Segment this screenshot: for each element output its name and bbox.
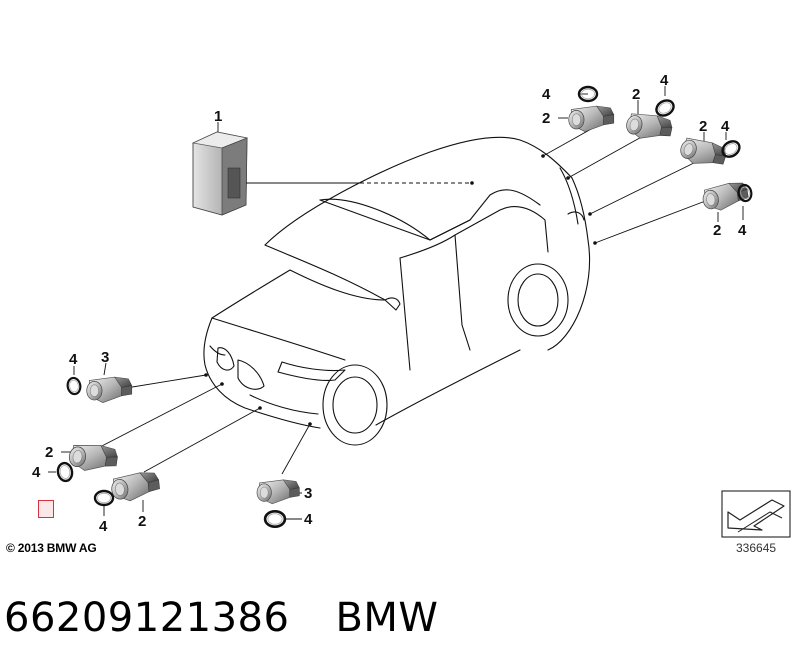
reference-arrow-icon (721, 490, 791, 538)
sensor-rear-top (568, 105, 615, 132)
image-number: 336645 (736, 541, 777, 555)
sensor-front-left (86, 376, 133, 403)
sensor-front-mid (67, 441, 120, 476)
callout-rear-mid-ring: 4 (660, 72, 669, 89)
part-number: 66209121386 (4, 595, 290, 641)
callout-front-left-ring: 4 (69, 351, 78, 368)
ring-front-center (263, 509, 287, 529)
callout-labels: 1 4 2 2 4 2 4 2 4 4 3 2 4 4 2 3 4 (32, 72, 747, 535)
ring-rear-mid (652, 96, 678, 120)
control-module (191, 131, 249, 216)
callout-rear-lower-ring: 4 (738, 222, 747, 239)
callout-front-mid-ring: 4 (32, 464, 41, 481)
callout-front-center-ring: 4 (304, 511, 313, 528)
connector-dots (204, 154, 597, 426)
selection-marker (38, 500, 54, 518)
callout-front-left-sensor: 3 (101, 349, 109, 366)
callout-rear-right-sensor: 2 (699, 118, 707, 135)
callout-rear-right-ring: 4 (721, 118, 730, 135)
callout-rear-top-sensor: 2 (542, 110, 550, 127)
leader-lines (48, 86, 744, 520)
parts-diagram: 1 4 2 2 4 2 4 2 4 4 3 2 4 4 2 3 4 (32, 72, 791, 538)
callout-rear-top-ring: 4 (542, 86, 551, 103)
callout-front-mid-sensor: 2 (45, 444, 53, 461)
ring-front-low (93, 489, 115, 507)
copyright-text: © 2013 BMW AG (6, 541, 97, 555)
sensor-front-center (256, 479, 300, 505)
sensor-rear-right (677, 133, 729, 173)
part-caption: 66209121386 BMW (4, 588, 438, 648)
callout-front-low-sensor: 2 (138, 513, 146, 530)
callout-module: 1 (214, 108, 222, 125)
car-outline (203, 136, 591, 446)
callout-front-center-sensor: 3 (304, 485, 312, 502)
ring-front-mid (55, 460, 75, 484)
callout-front-low-ring: 4 (99, 518, 108, 535)
ring-front-left (65, 375, 83, 397)
callout-rear-lower-sensor: 2 (713, 222, 721, 239)
callout-rear-mid-sensor: 2 (632, 86, 640, 103)
sensor-front-low (109, 470, 161, 504)
brand-name: BMW (335, 595, 439, 641)
